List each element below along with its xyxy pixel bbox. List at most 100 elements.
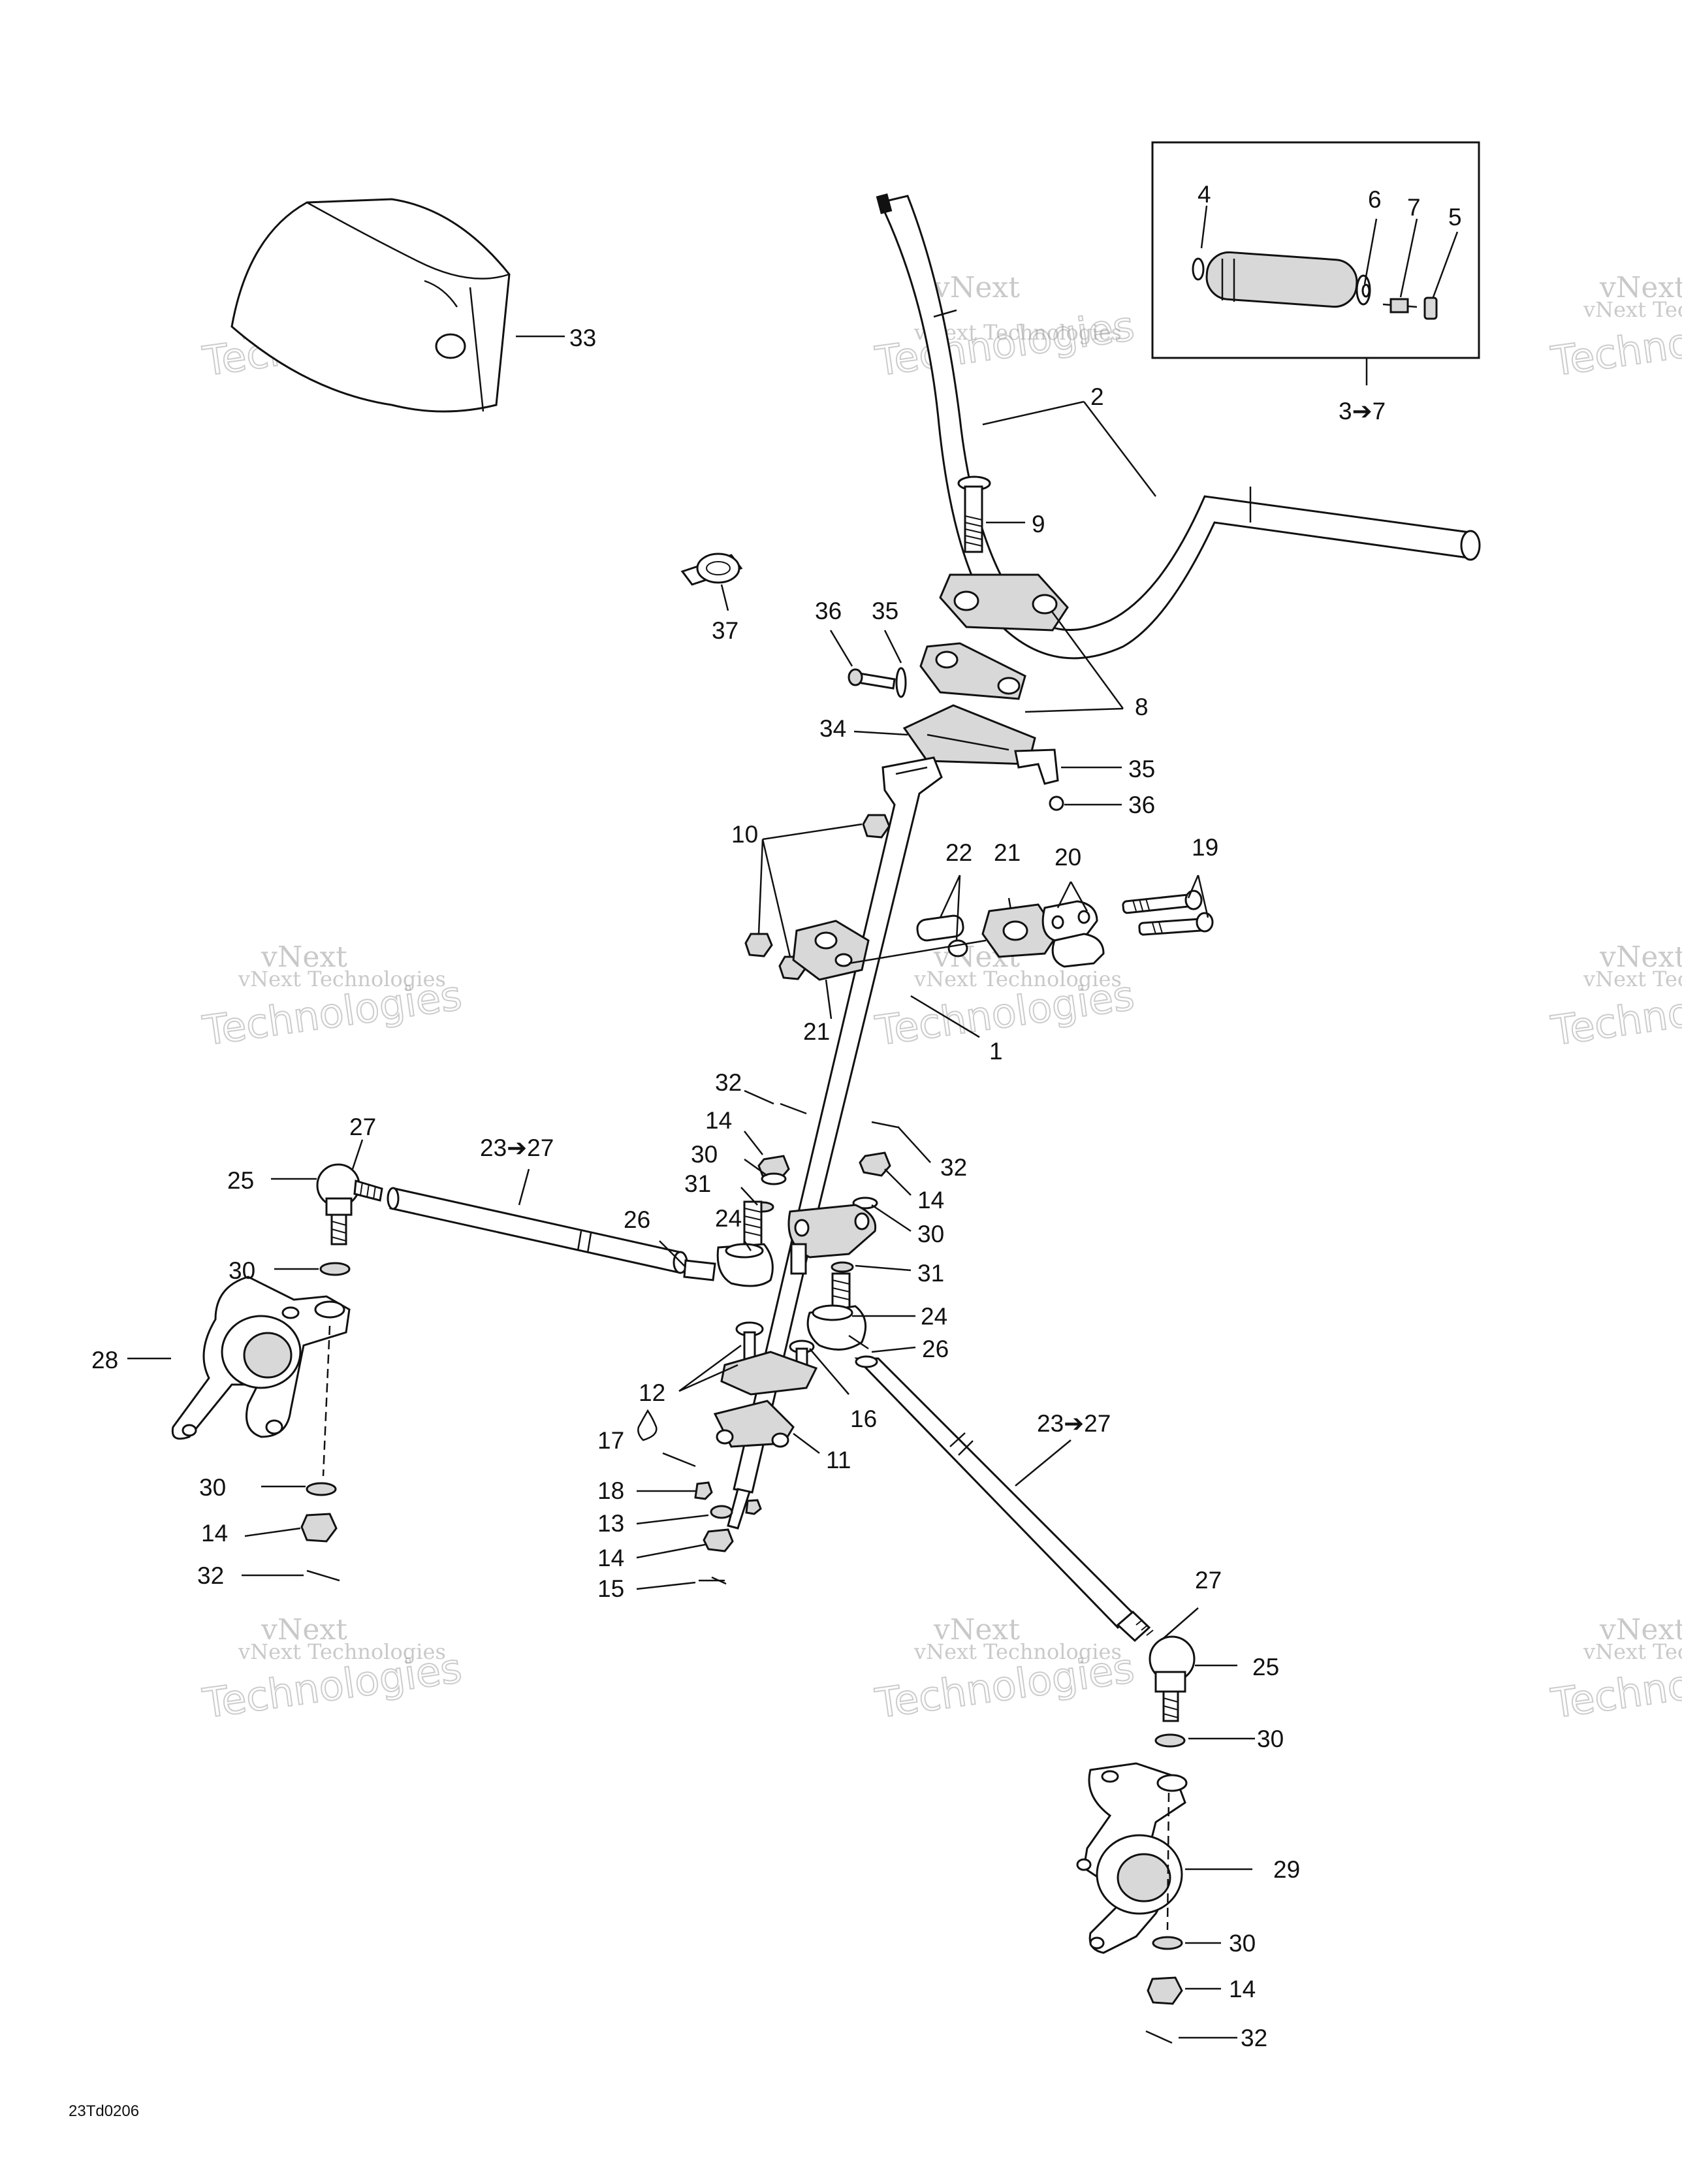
ball-joint-left bbox=[316, 1163, 383, 1245]
watermark-line1: vNext bbox=[1599, 940, 1682, 974]
callout-10: 10 bbox=[731, 821, 758, 848]
links bbox=[1041, 900, 1105, 968]
bracket-bolt-left bbox=[848, 667, 907, 698]
watermark-4: vNext vNext Technologies Technologies bbox=[199, 940, 466, 1055]
nut-right-lower bbox=[1147, 1976, 1183, 2005]
column-hardware bbox=[751, 1102, 898, 1273]
watermark-line2: vNext Technologies bbox=[913, 967, 1122, 991]
callout-23-27: 23➔27 bbox=[1037, 1410, 1111, 1437]
tie-rod-right bbox=[854, 1355, 1154, 1643]
callout-32: 32 bbox=[1241, 2025, 1267, 2051]
watermark-9: vNext vNext Technologies Technologies bbox=[1547, 1613, 1682, 1728]
callout-27: 27 bbox=[1195, 1567, 1222, 1594]
callout-11: 11 bbox=[826, 1447, 851, 1473]
watermark-line2: vNext Technologies bbox=[1583, 967, 1682, 991]
tie-rod-left bbox=[387, 1187, 716, 1281]
drawing-code: 23Td0206 bbox=[69, 2102, 139, 2120]
steering-knuckle-right bbox=[1076, 1762, 1188, 1954]
axis-line-right bbox=[1166, 1792, 1170, 1931]
callout-25: 25 bbox=[1252, 1654, 1279, 1680]
callout-12: 12 bbox=[639, 1379, 665, 1406]
callout-36: 36 bbox=[815, 598, 842, 624]
callout-35: 35 bbox=[872, 598, 898, 624]
column-lower-plate bbox=[787, 1204, 877, 1275]
watermark-line1: vNext bbox=[1599, 271, 1682, 304]
watermark-line1: vNext bbox=[933, 271, 1020, 304]
callout-30: 30 bbox=[691, 1141, 718, 1168]
handlebar-cover bbox=[230, 198, 511, 413]
watermark-line2: vNext Technologies bbox=[238, 967, 446, 991]
callout-32: 32 bbox=[940, 1154, 967, 1181]
inset-label: 3➔7 bbox=[1339, 398, 1386, 425]
callout-37: 37 bbox=[712, 617, 738, 644]
callout-6: 6 bbox=[1368, 186, 1382, 213]
parts bbox=[171, 141, 1481, 2044]
callout-31: 31 bbox=[917, 1260, 944, 1287]
watermark-7: vNext vNext Technologies Technologies bbox=[199, 1613, 466, 1728]
callout-26: 26 bbox=[922, 1336, 949, 1362]
callout-34: 34 bbox=[819, 715, 846, 742]
grip-inset-box bbox=[1151, 141, 1480, 359]
steering-knuckle-left bbox=[171, 1276, 351, 1440]
callout-24: 24 bbox=[715, 1205, 742, 1232]
callout-36: 36 bbox=[1128, 792, 1155, 818]
callout-8: 8 bbox=[1135, 694, 1149, 720]
watermark-line2: vNext Technologies bbox=[1583, 1639, 1682, 1664]
callout-28: 28 bbox=[91, 1347, 118, 1373]
callout-20: 20 bbox=[1055, 844, 1081, 871]
washer-left-lower bbox=[306, 1482, 337, 1496]
callout-17: 17 bbox=[597, 1427, 624, 1454]
callout-14: 14 bbox=[1229, 1976, 1256, 2002]
handlebar bbox=[876, 193, 1481, 660]
callout-30: 30 bbox=[229, 1257, 255, 1284]
callout-14: 14 bbox=[705, 1107, 732, 1134]
callout-18: 18 bbox=[597, 1477, 624, 1504]
watermark-line3: Technologies bbox=[872, 302, 1137, 385]
watermark-line1: vNext bbox=[261, 940, 347, 974]
callout-9: 9 bbox=[1032, 511, 1045, 538]
callout-5: 5 bbox=[1448, 204, 1462, 231]
callout-19: 19 bbox=[1192, 834, 1218, 861]
lower-bearing-plates bbox=[713, 1321, 818, 1448]
callout-25: 25 bbox=[227, 1167, 254, 1194]
callout-14: 14 bbox=[201, 1520, 228, 1547]
callout-7: 7 bbox=[1407, 194, 1421, 221]
watermarks: vNext vNext Technologies Technologies vN… bbox=[199, 271, 1682, 1728]
callout-30: 30 bbox=[199, 1474, 226, 1501]
callout-35: 35 bbox=[1128, 756, 1155, 782]
callout-21: 21 bbox=[994, 839, 1021, 866]
callout-32: 32 bbox=[197, 1562, 224, 1589]
callout-27: 27 bbox=[349, 1114, 376, 1140]
lower-column-hardware bbox=[637, 1409, 762, 1585]
tie-rod-end-left bbox=[716, 1200, 774, 1287]
handlebar-clamps bbox=[919, 573, 1069, 700]
callout-24: 24 bbox=[921, 1303, 947, 1330]
callout-23-27: 23➔27 bbox=[480, 1134, 554, 1161]
callout-30: 30 bbox=[1257, 1726, 1284, 1752]
link-bolts bbox=[1122, 890, 1214, 936]
callout-30: 30 bbox=[1229, 1930, 1256, 1957]
callout-21: 21 bbox=[803, 1018, 830, 1045]
watermark-line2: vNext Technologies bbox=[1583, 297, 1682, 322]
mounting-plate bbox=[902, 704, 1064, 811]
nut-left-lower bbox=[300, 1513, 338, 1543]
callout-15: 15 bbox=[597, 1575, 624, 1602]
watermark-line1: vNext bbox=[261, 1613, 347, 1646]
leader-lines bbox=[127, 205, 1459, 2039]
watermark-line2: vNext Technologies bbox=[238, 1639, 446, 1664]
washer-right-upper bbox=[1154, 1733, 1186, 1748]
callout-16: 16 bbox=[850, 1405, 877, 1432]
washer-right-lower bbox=[1152, 1936, 1183, 1950]
clamp-block-right bbox=[981, 903, 1059, 958]
handlebar-bolt bbox=[957, 475, 991, 553]
cotter-pin-right bbox=[1145, 2030, 1173, 2044]
callout-30: 30 bbox=[917, 1221, 944, 1247]
spacers bbox=[848, 914, 987, 965]
watermark-line1: vNext bbox=[1599, 1613, 1682, 1646]
callout-29: 29 bbox=[1273, 1856, 1300, 1883]
callout-1: 1 bbox=[989, 1038, 1003, 1065]
watermark-line1: vNext bbox=[933, 1613, 1020, 1646]
callout-14: 14 bbox=[917, 1187, 944, 1213]
callout-14: 14 bbox=[597, 1545, 624, 1571]
